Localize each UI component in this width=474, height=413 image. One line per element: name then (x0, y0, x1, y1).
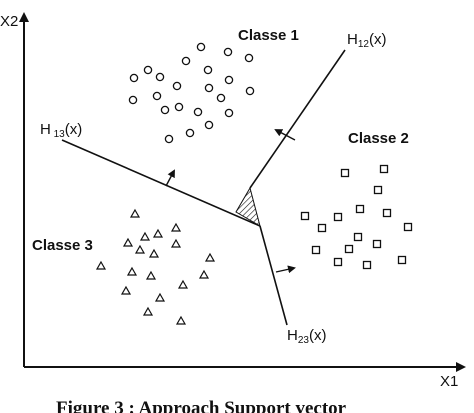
class-1-point (193, 107, 203, 117)
class-3-point (154, 292, 166, 302)
class-1-point (129, 73, 139, 83)
class-3-point (126, 266, 138, 276)
class-2-point (311, 245, 321, 255)
class-1-point (203, 65, 213, 75)
class-2-point (379, 164, 389, 174)
class-3-point (95, 260, 107, 270)
class-3-point (142, 306, 154, 316)
class-3-point (148, 248, 160, 258)
class-3-label: Classe 3 (32, 237, 93, 254)
class-2-point (353, 232, 363, 242)
class-3-point (120, 285, 132, 295)
class-1-point (244, 53, 254, 63)
class-1-point (185, 128, 195, 138)
ambiguity-region (235, 186, 261, 228)
y-axis-label: X2 (0, 13, 18, 30)
h12-line (249, 49, 346, 189)
h13-arrow (165, 169, 175, 187)
class-2-point (362, 260, 372, 270)
class-3-point (170, 222, 182, 232)
class-1-point (224, 108, 234, 118)
class-1-point (128, 95, 138, 105)
class-3-point (177, 279, 189, 289)
class-1-point (223, 47, 233, 57)
class-3-point (134, 244, 146, 254)
class-2-point (403, 222, 413, 232)
class-1-point (160, 105, 170, 115)
class-1-point (204, 83, 214, 93)
class-2-point (317, 223, 327, 233)
class-1-point (164, 134, 174, 144)
class-3-point (152, 228, 164, 238)
class-3-point (175, 315, 187, 325)
class-1-point (152, 91, 162, 101)
class-1-point (174, 102, 184, 112)
h13-label: H 13(x) (40, 121, 82, 140)
h13-line (61, 139, 261, 227)
class-2-point (355, 204, 365, 214)
h12-arrow (274, 129, 296, 141)
h23-arrow (275, 265, 296, 274)
class-2-point (397, 255, 407, 265)
class-2-point (333, 257, 343, 267)
class-1-points (128, 42, 255, 144)
class-2-point (373, 185, 383, 195)
class-1-point (245, 86, 255, 96)
x-axis-label: X1 (440, 373, 458, 390)
class-2-point (382, 208, 392, 218)
class-3-points (95, 208, 216, 325)
h12-label: H12(x) (347, 31, 386, 50)
class-1-point (143, 65, 153, 75)
class-3-point (170, 238, 182, 248)
h23-line (259, 225, 288, 326)
class-3-point (122, 237, 134, 247)
class-2-points (300, 164, 413, 270)
class-2-point (340, 168, 350, 178)
class-3-point (198, 269, 210, 279)
class-3-point (204, 252, 216, 262)
class-1-label: Classe 1 (238, 27, 299, 44)
h23-label: H23(x) (287, 327, 326, 346)
class-2-point (344, 244, 354, 254)
class-1-point (204, 120, 214, 130)
class-2-point (300, 211, 310, 221)
class-1-point (196, 42, 206, 52)
class-2-label: Classe 2 (348, 130, 409, 147)
class-2-point (372, 239, 382, 249)
class-1-point (172, 81, 182, 91)
class-1-point (216, 93, 226, 103)
class-3-point (139, 231, 151, 241)
class-1-point (155, 72, 165, 82)
figure-caption: Figure 3 : Approach Support vector (56, 398, 347, 413)
class-1-point (224, 75, 234, 85)
class-3-point (145, 270, 157, 280)
class-2-point (333, 212, 343, 222)
class-1-point (181, 56, 191, 66)
class-3-point (129, 208, 141, 218)
